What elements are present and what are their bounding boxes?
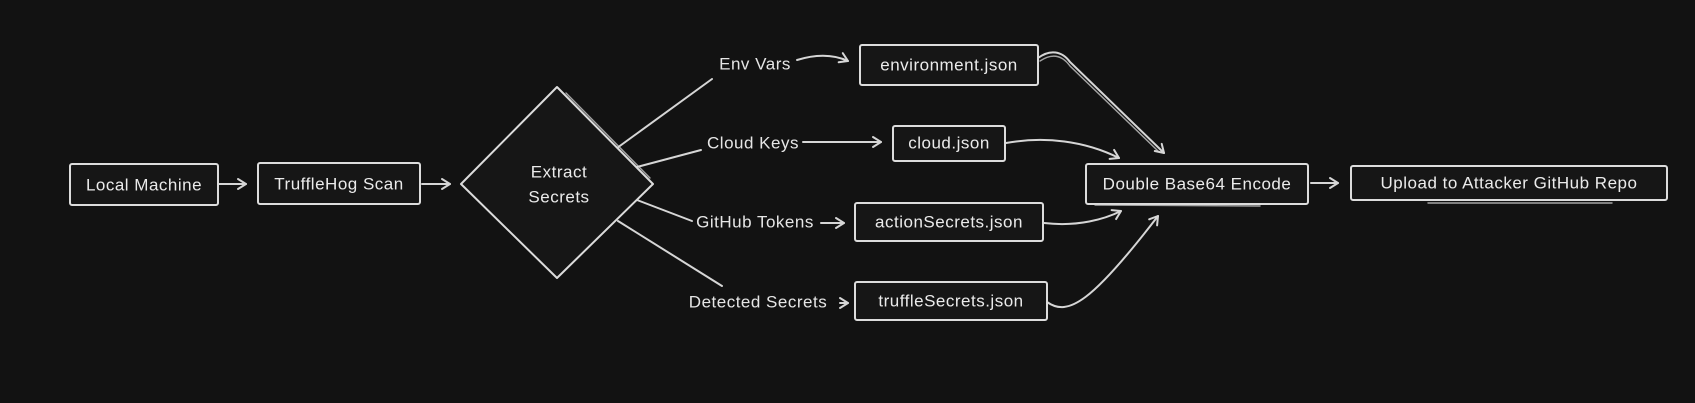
node-double-base64-encode[interactable]: Double Base64 Encode bbox=[1085, 163, 1309, 207]
double-base64-encode-overdraw bbox=[1094, 204, 1261, 207]
local-machine-box[interactable] bbox=[69, 163, 219, 206]
arrow-cloud-json-to-encode bbox=[1005, 138, 1120, 160]
edge-label-cloud-keys: Cloud Keys bbox=[707, 133, 799, 152]
arrow-environment-json-to-encode bbox=[1037, 51, 1165, 154]
trufflehog-scan-box[interactable] bbox=[257, 162, 421, 205]
node-local-machine[interactable]: Local Machine bbox=[69, 163, 219, 206]
node-extract-secrets[interactable]: Extract Secrets bbox=[460, 86, 654, 279]
trufflehog-scan-label: TruffleHog Scan bbox=[274, 174, 403, 193]
line-extract-to-github-tokens bbox=[636, 199, 693, 222]
arrow-action-secrets-to-encode bbox=[1043, 209, 1122, 226]
line-extract-to-env-vars bbox=[616, 78, 713, 149]
edge-label-github-tokens: GitHub Tokens bbox=[696, 212, 814, 231]
action-secrets-json-label: actionSecrets.json bbox=[875, 212, 1023, 231]
connectors bbox=[218, 51, 1339, 309]
extract-secrets-label-line2: Secrets bbox=[528, 187, 589, 206]
truffle-secrets-json-box[interactable] bbox=[854, 281, 1048, 321]
arrow-env-vars-to-environment-json bbox=[796, 52, 849, 64]
edge-label-env-vars: Env Vars bbox=[719, 54, 791, 73]
truffle-secrets-json-label: truffleSecrets.json bbox=[878, 291, 1023, 310]
extract-secrets-diamond-overdraw bbox=[565, 92, 651, 179]
cloud-json-box[interactable] bbox=[892, 125, 1006, 162]
node-cloud-json[interactable]: cloud.json bbox=[892, 125, 1006, 162]
edge-label-detected-secrets: Detected Secrets bbox=[689, 292, 827, 311]
node-upload-attacker-repo[interactable]: Upload to Attacker GitHub Repo bbox=[1350, 165, 1668, 204]
line-extract-to-cloud-keys bbox=[636, 149, 702, 168]
environment-json-label: environment.json bbox=[880, 55, 1017, 74]
node-trufflehog-scan[interactable]: TruffleHog Scan bbox=[257, 162, 421, 205]
line-extract-to-detected-secrets bbox=[617, 220, 723, 287]
upload-attacker-repo-box[interactable] bbox=[1350, 165, 1668, 201]
environment-json-box[interactable] bbox=[859, 44, 1039, 86]
upload-attacker-repo-label: Upload to Attacker GitHub Repo bbox=[1381, 173, 1638, 192]
extract-secrets-label-line1: Extract bbox=[531, 162, 587, 181]
double-base64-encode-label: Double Base64 Encode bbox=[1103, 174, 1292, 193]
node-truffle-secrets-json[interactable]: truffleSecrets.json bbox=[854, 281, 1048, 321]
arrow-environment-json-overdraw bbox=[1039, 55, 1159, 152]
local-machine-label: Local Machine bbox=[86, 175, 202, 194]
cloud-json-label: cloud.json bbox=[908, 133, 990, 152]
node-environment-json[interactable]: environment.json bbox=[859, 44, 1039, 86]
node-action-secrets-json[interactable]: actionSecrets.json bbox=[854, 202, 1044, 242]
arrow-truffle-secrets-to-encode bbox=[1046, 215, 1159, 309]
double-base64-encode-box[interactable] bbox=[1085, 163, 1309, 205]
action-secrets-json-box[interactable] bbox=[854, 202, 1044, 242]
extract-secrets-diamond[interactable] bbox=[460, 86, 654, 279]
